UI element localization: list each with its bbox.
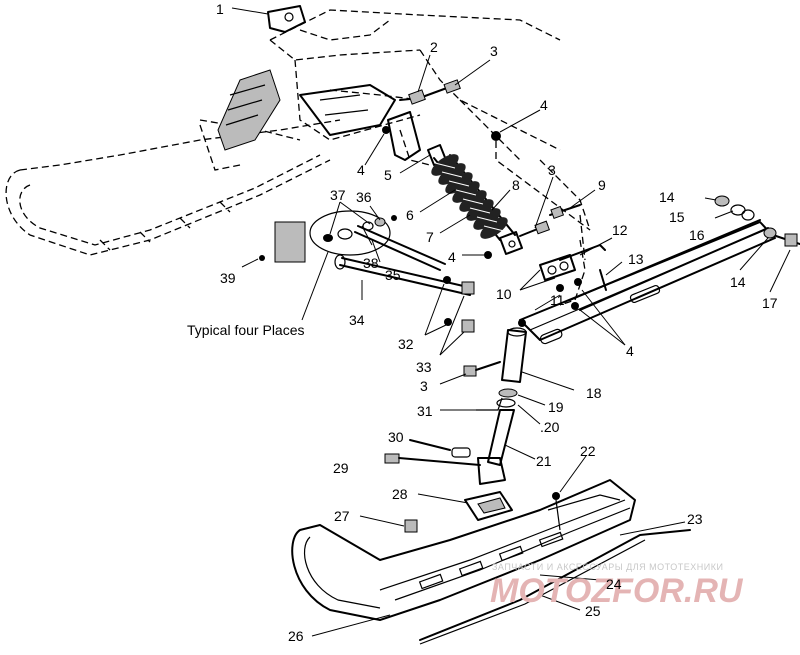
watermark-line: ЗАПЧАСТИ И АКСЕССУАРЫ ДЛЯ МОТОТЕХНИКИ (492, 562, 723, 572)
spindle-bolt (439, 361, 503, 411)
upper-bolts (399, 54, 491, 105)
callout-4-mid: 4 (448, 249, 456, 265)
callout-29: 29 (333, 460, 349, 476)
shaft-hardware (424, 276, 475, 356)
callout-36: 36 (356, 189, 372, 205)
callout-4-left: 4 (357, 162, 365, 178)
callout-6: 6 (406, 207, 414, 223)
callout-38: 38 (363, 255, 379, 271)
callout-14-top: 14 (659, 189, 675, 205)
callout-4-right: 4 (626, 343, 634, 359)
callout-labels: 1 2 3 4 5 6 7 8 3 9 4 4 10 11 12 13 14 1… (216, 1, 778, 644)
callout-5: 5 (384, 167, 392, 183)
callout-25: 25 (585, 603, 601, 619)
callout-31: 31 (417, 403, 433, 419)
callout-2: 2 (430, 39, 438, 55)
callout-17: 17 (762, 295, 778, 311)
ski-bolts (384, 439, 481, 466)
callout-21: 21 (536, 453, 552, 469)
callout-8: 8 (512, 177, 520, 193)
callout-4-top: 4 (540, 97, 548, 113)
callout-26: 26 (288, 628, 304, 644)
callout-28: 28 (392, 486, 408, 502)
coil-over-shock (399, 144, 523, 259)
watermark-logo: MOTOZFOR.RU (490, 572, 744, 610)
lower-bracket-hardware (518, 237, 626, 346)
detail-ellipse (241, 201, 397, 321)
callout-7: 7 (426, 229, 434, 245)
top-bracket (231, 5, 306, 33)
callout-34: 34 (349, 312, 365, 328)
callout-30: 30 (388, 429, 404, 445)
upper-shock-bracket (364, 109, 591, 231)
rear-ski-outline (5, 119, 341, 256)
shock-lower-bolt (519, 176, 596, 261)
callout-39: 39 (220, 270, 236, 286)
callout-32: 32 (398, 336, 414, 352)
slide-rail (519, 219, 776, 345)
callout-12: 12 (612, 222, 628, 238)
detail-caption: Typical four Places (187, 322, 305, 338)
callout-16: 16 (689, 227, 705, 243)
callout-3-top: 3 (490, 43, 498, 59)
callout-11: 11 (550, 292, 565, 308)
rail-end-hardware (704, 195, 800, 293)
cross-shafts (334, 225, 473, 300)
callout-3-low: 3 (420, 378, 428, 394)
callout-20: .20 (540, 419, 560, 435)
callout-33: 33 (416, 359, 432, 375)
watermark: ЗАПЧАСТИ И АКСЕССУАРЫ ДЛЯ МОТОТЕХНИКИ MO… (490, 562, 744, 610)
front-ski (291, 455, 691, 645)
spindle-assembly (477, 327, 575, 485)
callout-13: 13 (628, 251, 644, 267)
callout-14-bottom: 14 (730, 274, 746, 290)
ski-front-bolt (359, 515, 418, 533)
rear-shock-mount (217, 69, 396, 151)
callout-27: 27 (334, 508, 350, 524)
callout-24: 24 (606, 576, 622, 592)
callout-22: 22 (580, 443, 596, 459)
callout-1: 1 (216, 1, 224, 17)
callout-35: 35 (385, 267, 401, 283)
callout-9: 9 (598, 177, 606, 193)
callout-10: 10 (496, 286, 512, 302)
callout-23: 23 (687, 511, 703, 527)
ski-saddle (417, 491, 513, 521)
callout-37: 37 (330, 187, 346, 203)
callout-19: 19 (548, 399, 564, 415)
callout-18: 18 (586, 385, 602, 401)
callout-3-mid: 3 (548, 162, 556, 178)
callout-15: 15 (669, 209, 685, 225)
